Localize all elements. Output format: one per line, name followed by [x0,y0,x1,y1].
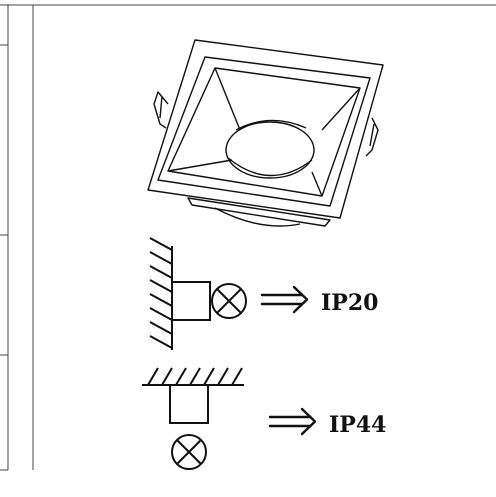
lamp-cross-circle-icon [171,434,207,470]
page-frame [0,4,496,471]
lamp-cross-circle-icon [211,283,247,319]
ip20-label: IP20 [321,290,378,316]
square-downlight-fixture-icon [147,39,384,227]
double-arrow-icon [268,407,317,436]
ip44-label: IP44 [329,412,386,438]
double-arrow-icon [260,285,309,314]
ceiling-fixture-box [169,384,209,424]
wall-hatch-icon [149,237,173,350]
ceiling-hatch-icon [142,367,244,386]
wall-fixture-box [171,281,211,321]
